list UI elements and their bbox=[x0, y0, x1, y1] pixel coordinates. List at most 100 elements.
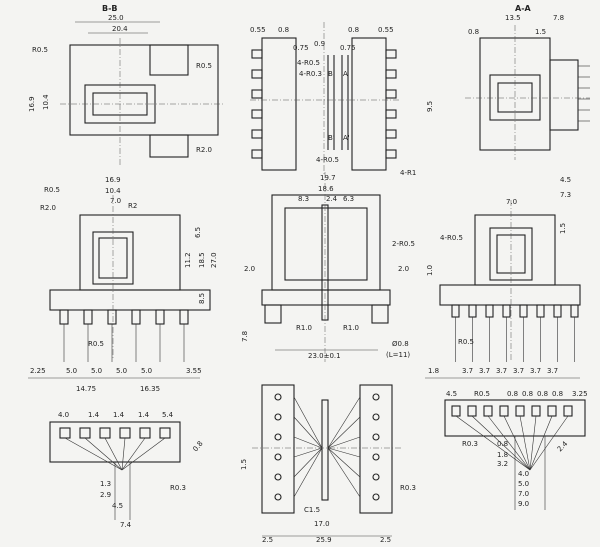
dim-bl-4-5: 4.5 bbox=[112, 502, 123, 510]
hole-bm-right bbox=[372, 413, 380, 421]
hole-bm-left bbox=[274, 433, 282, 441]
view-title-bb: B-B bbox=[102, 4, 118, 13]
dim-fl-5-0-c: 5.0 bbox=[116, 367, 127, 375]
dim-br-r03: R0.3 bbox=[462, 440, 478, 448]
dim-bb-16-9: 16.9 bbox=[28, 96, 36, 112]
trace-br bbox=[503, 415, 531, 471]
dim-fr-7-0: 7.0 bbox=[506, 198, 517, 206]
trace-br bbox=[529, 415, 553, 471]
dim-tc-4-r1: 4-R1 bbox=[400, 169, 416, 177]
front-left-pins bbox=[59, 309, 189, 362]
dim-aa-1-5: 1.5 bbox=[535, 28, 546, 36]
dim-br-5-0: 5.0 bbox=[518, 480, 529, 488]
trace-br bbox=[529, 415, 569, 471]
trace-bl bbox=[121, 437, 146, 471]
dim-fl-18-5: 18.5 bbox=[198, 252, 206, 268]
pin-tc-right bbox=[385, 109, 397, 119]
pin-tc-left bbox=[251, 109, 263, 119]
dim-fr-3-7-d: 3.7 bbox=[513, 367, 524, 375]
pad-bl bbox=[59, 427, 71, 439]
dim-fl-27: 27.0 bbox=[210, 252, 218, 268]
dim-br-0-8-a: 0.8 bbox=[507, 390, 518, 398]
pin-tc-left bbox=[251, 89, 263, 99]
pin-tc-right bbox=[385, 69, 397, 79]
pin-fr bbox=[485, 304, 494, 318]
dim-fm-23: 23.0±0.1 bbox=[308, 352, 341, 360]
dim-tc-0-75-right: 0.75 bbox=[340, 44, 356, 52]
dim-tc-4-r05: 4-R0.5 bbox=[297, 59, 320, 67]
view-aa: A-A 13.5 7.8 0.8 1.5 9.5 4.5 7.3 bbox=[426, 4, 590, 199]
dim-br-4-5: 4.5 bbox=[446, 390, 457, 398]
dim-aa-0-8: 0.8 bbox=[468, 28, 479, 36]
dim-bb-r05-right: R0.5 bbox=[196, 62, 212, 70]
dim-bm-25-9: 25.9 bbox=[316, 536, 332, 544]
pad-bl bbox=[99, 427, 111, 439]
view-front-right: 7.0 4-R0.5 1.0 1.5 1.8 3.7 3.7 3.7 3.7 3… bbox=[425, 198, 581, 379]
dim-bm-1-5: 1.5 bbox=[240, 459, 248, 470]
trace-bm-right bbox=[327, 436, 361, 449]
dim-fl-r05: R0.5 bbox=[44, 186, 60, 194]
pin-fl bbox=[131, 309, 141, 325]
dim-br-9-0: 9.0 bbox=[518, 500, 529, 508]
trace-bl bbox=[64, 437, 123, 471]
dim-fm-l11: (L=11) bbox=[386, 351, 410, 359]
label-b-prime: B' bbox=[328, 134, 335, 142]
trace-br bbox=[455, 415, 531, 471]
view-top-center: 0.55 0.8 0.8 0.55 0.75 0.9 0.75 4-R0.5 4… bbox=[250, 22, 416, 177]
trace-bm-left bbox=[293, 447, 323, 478]
dim-tc-0-75-left: 0.75 bbox=[293, 44, 309, 52]
pad-br bbox=[531, 405, 541, 417]
dim-fm-8-3: 8.3 bbox=[298, 195, 309, 203]
pad-br bbox=[515, 405, 525, 417]
dim-fm-r1-right: R1.0 bbox=[343, 324, 359, 332]
dim-bm-c1-5: C1.5 bbox=[304, 506, 320, 514]
pin-fl bbox=[59, 309, 69, 325]
view-front-mid: 19.7 18.6 8.3 2.4 6.3 2-R0.5 2.0 2.0 7.8… bbox=[241, 172, 415, 362]
view-title-aa: A-A bbox=[515, 4, 532, 13]
pin-tc-right bbox=[385, 49, 397, 59]
trace-bm-right bbox=[327, 447, 361, 498]
trace-bm-right bbox=[327, 447, 361, 478]
trace-bl bbox=[121, 437, 166, 471]
pad-br bbox=[499, 405, 509, 417]
dim-br-r05: R0.5 bbox=[474, 390, 490, 398]
dim-br-4-0: 4.0 bbox=[518, 470, 529, 478]
pin-fr bbox=[502, 304, 511, 318]
hole-bm-right bbox=[372, 473, 380, 481]
dim-bl-1-4-b: 1.4 bbox=[113, 411, 125, 419]
trace-bm-left bbox=[293, 436, 323, 449]
hole-bm-right bbox=[372, 433, 380, 441]
hole-bm-right bbox=[372, 493, 380, 501]
dim-fl-16-9: 16.9 bbox=[105, 176, 121, 184]
dim-bb-25: 25.0 bbox=[108, 14, 124, 22]
dim-fl-11-2: 11.2 bbox=[184, 252, 192, 268]
view-bottom-mid: 1.5 R0.3 C1.5 17.0 2.5 25.9 2.5 bbox=[240, 384, 416, 544]
dim-fl-6-5: 6.5 bbox=[194, 227, 202, 238]
pin-tc-left bbox=[251, 49, 263, 59]
dim-fl-5-0-b: 5.0 bbox=[91, 367, 102, 375]
dim-fl-5-0-a: 5.0 bbox=[66, 367, 77, 375]
trace-bm-left bbox=[293, 396, 323, 449]
dim-br-2-4: 2.4 bbox=[556, 439, 570, 453]
trace-bm-right bbox=[327, 396, 361, 449]
dim-fm-2-0-left: 2.0 bbox=[244, 265, 255, 273]
dim-fr-3-7-a: 3.7 bbox=[462, 367, 473, 375]
dim-bb-r2: R2.0 bbox=[196, 146, 212, 154]
hole-bm-left bbox=[274, 393, 282, 401]
dim-fm-dia08: Ø0.8 bbox=[392, 340, 409, 348]
bottom-left-pins bbox=[59, 427, 171, 471]
view-bottom-right: 4.5 R0.5 0.8 0.8 0.8 0.8 3.25 R0.3 0.8 1… bbox=[444, 390, 588, 510]
trace-bm-left bbox=[293, 447, 323, 458]
dim-fr-4-r05: 4-R0.5 bbox=[440, 234, 463, 242]
dim-bm-2-5-left: 2.5 bbox=[262, 536, 273, 544]
pad-br bbox=[547, 405, 557, 417]
view-front-left: R0.5 16.9 10.4 R2.0 7.0 R2 6.5 11.2 18.5… bbox=[28, 176, 218, 393]
dim-br-1-8: 1.8 bbox=[497, 451, 508, 459]
dim-bl-7-4: 7.4 bbox=[120, 521, 132, 529]
dim-fm-2-4: 2.4 bbox=[326, 195, 338, 203]
hole-bm-left bbox=[274, 473, 282, 481]
trace-bm-left bbox=[293, 416, 323, 449]
dim-bb-10-4: 10.4 bbox=[42, 94, 50, 110]
dim-aa-9-5: 9.5 bbox=[426, 101, 434, 112]
